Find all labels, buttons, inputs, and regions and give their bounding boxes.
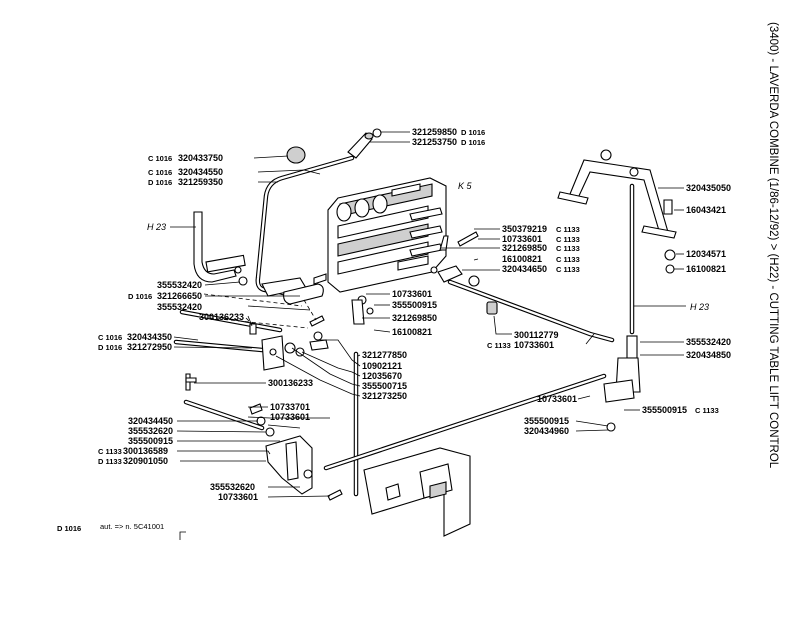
label-10733601-c: 10733601 xyxy=(270,412,310,422)
label-320435050: 320435050 xyxy=(686,183,731,193)
label-16100821-a: 16100821 xyxy=(392,327,432,337)
label-320434550-code: C 1016 xyxy=(148,168,172,177)
label-320434650-code: C 1133 xyxy=(556,265,580,274)
label-320433750: 320433750 xyxy=(178,153,223,163)
label-12035670: 12035670 xyxy=(362,371,402,381)
label-355500915-c: 355500915 xyxy=(524,416,569,426)
label-321272950: 321272950 xyxy=(127,342,172,352)
label-10733601-e-code: C 1133 xyxy=(487,341,511,350)
label-320434960: 320434960 xyxy=(524,426,569,436)
label-355500915-d-code: C 1133 xyxy=(695,406,719,415)
label-321269850-a: 321269850 xyxy=(392,313,437,323)
label-300136233-a: 300136233 xyxy=(199,312,244,322)
label-10733701: 10733701 xyxy=(270,402,310,412)
label-k5: K 5 xyxy=(458,181,473,191)
label-300136589: 300136589 xyxy=(123,446,168,456)
label-10902121: 10902121 xyxy=(362,361,402,371)
label-10733601-f: 10733601 xyxy=(537,394,577,404)
lower-long-rod-icon xyxy=(323,373,607,471)
knob-icon xyxy=(286,128,382,164)
label-300136589-code: C 1133 xyxy=(98,447,122,456)
label-10733601-d: 10733601 xyxy=(218,492,258,502)
label-10733601-b: 10733601 xyxy=(502,234,542,244)
label-10733601-b-code: C 1133 xyxy=(556,235,580,244)
l-pin-icon xyxy=(185,323,257,391)
label-321273250: 321273250 xyxy=(362,391,407,401)
label-321259850: 321259850 xyxy=(412,127,457,137)
bell-crank-icon xyxy=(249,403,343,501)
part-drawings xyxy=(173,128,677,537)
label-300112779: 300112779 xyxy=(514,330,559,340)
label-355532420-b: 355532420 xyxy=(157,302,202,312)
label-320433750-code: C 1016 xyxy=(148,154,172,163)
label-12034571: 12034571 xyxy=(686,249,726,259)
label-320901050: 320901050 xyxy=(123,456,168,466)
base-bracket-icon xyxy=(363,447,471,537)
bracket-plate-icon xyxy=(261,295,374,371)
label-355532420-a: 355532420 xyxy=(157,280,202,290)
h23-bracket-left-icon xyxy=(193,211,246,283)
label-10733601-a: 10733601 xyxy=(392,289,432,299)
label-h23-right: H 23 xyxy=(690,302,709,312)
footer-note: aut. => n. 5C41001 xyxy=(100,522,164,531)
label-321272950-code: D 1016 xyxy=(98,343,122,352)
label-320434550: 320434550 xyxy=(178,167,223,177)
leader-lines xyxy=(170,131,686,540)
label-355500915-a: 355500915 xyxy=(128,436,173,446)
right-small-parts-icon xyxy=(606,199,676,432)
label-320434650: 320434650 xyxy=(502,264,547,274)
label-h23-left: H 23 xyxy=(147,222,166,232)
label-321259850-code: D 1016 xyxy=(461,128,485,137)
label-355532420-c: 355532420 xyxy=(686,337,731,347)
label-320434450: 320434450 xyxy=(128,416,173,426)
label-321253750-code: D 1016 xyxy=(461,138,485,147)
label-350379219: 350379219 xyxy=(502,224,547,234)
label-320901050-code: D 1133 xyxy=(98,457,122,466)
label-321266650: 321266650 xyxy=(157,291,202,301)
control-valve-block-icon xyxy=(313,177,447,293)
label-16100821-b-code: C 1133 xyxy=(556,255,580,264)
label-16043421: 16043421 xyxy=(686,205,726,215)
label-320434350-code: C 1016 xyxy=(98,333,122,342)
label-321269850-b: 321269850 xyxy=(502,243,547,253)
label-16100821-c: 16100821 xyxy=(686,264,726,274)
label-355500715: 355500715 xyxy=(362,381,407,391)
part-labels: 321259850 D 1016 321253750 D 1016 C 1016… xyxy=(57,127,731,533)
label-300136233-b: 300136233 xyxy=(268,378,313,388)
diagram-title: (3400) - LAVERDA COMBINE (1/86-12/92) > … xyxy=(767,22,779,469)
label-355500915-d: 355500915 xyxy=(642,405,687,415)
label-321259350-code: D 1016 xyxy=(148,178,172,187)
label-321266650-code: D 1016 xyxy=(128,292,152,301)
label-350379219-code: C 1133 xyxy=(556,225,580,234)
right-support-bracket-icon xyxy=(557,149,677,239)
left-rods-icon xyxy=(173,309,283,431)
label-10733601-e: 10733601 xyxy=(514,340,554,350)
lever-pivot-icon xyxy=(238,276,324,305)
label-321269850-b-code: C 1133 xyxy=(556,244,580,253)
label-320434350: 320434350 xyxy=(127,332,172,342)
label-320434850: 320434850 xyxy=(686,350,731,360)
label-321259350: 321259350 xyxy=(178,177,223,187)
label-321253750: 321253750 xyxy=(412,137,457,147)
vertical-rod-right-icon xyxy=(603,183,641,403)
label-355532620-b: 355532620 xyxy=(210,482,255,492)
label-355500915-b: 355500915 xyxy=(392,300,437,310)
label-321277850: 321277850 xyxy=(362,350,407,360)
pin-clip-icons xyxy=(309,231,498,327)
label-355532620-a: 355532620 xyxy=(128,426,173,436)
footer-code: D 1016 xyxy=(57,524,81,533)
horizontal-rod-icon xyxy=(447,279,615,343)
label-16100821-b: 16100821 xyxy=(502,254,542,264)
